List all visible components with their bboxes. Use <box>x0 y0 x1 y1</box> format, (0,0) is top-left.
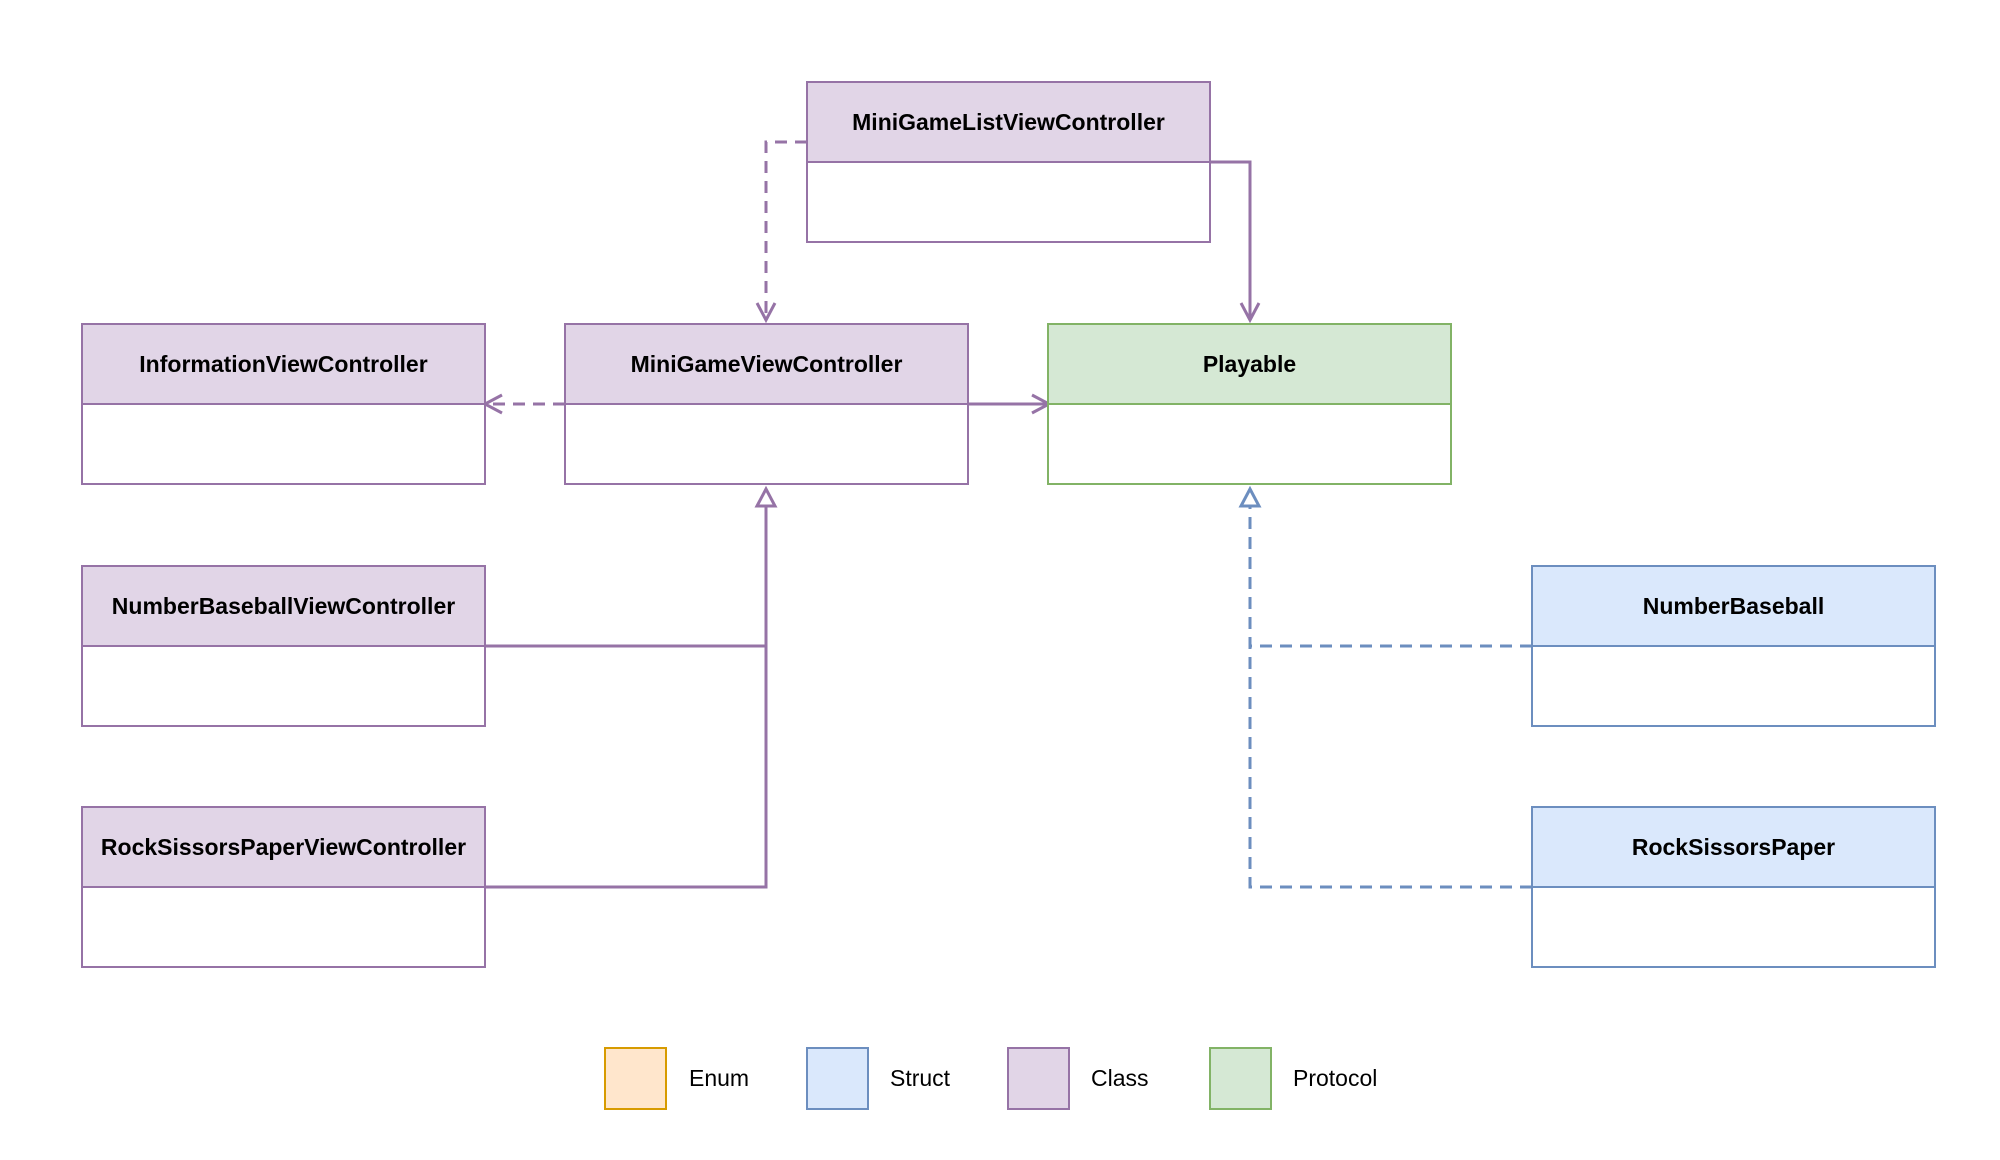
legend-item-protocol: Protocol <box>1209 1047 1377 1110</box>
node-number-baseball[interactable]: NumberBaseball <box>1531 565 1936 727</box>
node-title: RockSissorsPaperViewController <box>101 834 466 860</box>
arrowhead-inheritance-minigame <box>754 485 778 508</box>
node-title: InformationViewController <box>139 351 427 377</box>
arrowhead-list-to-minigame <box>755 302 777 324</box>
node-minigame-list-view-controller[interactable]: MiniGameListViewController <box>806 81 1211 243</box>
legend-label-enum: Enum <box>689 1065 749 1091</box>
legend-item-struct: Struct <box>806 1047 951 1110</box>
node-information-view-controller[interactable]: InformationViewController <box>81 323 486 485</box>
node-title: NumberBaseball <box>1643 593 1825 619</box>
node-playable[interactable]: Playable <box>1047 323 1452 485</box>
edge-rockvc-to-minigame <box>485 506 768 889</box>
node-title: MiniGameListViewController <box>852 109 1165 135</box>
legend: Enum Struct Class Protocol <box>604 1047 1377 1110</box>
node-title: Playable <box>1203 351 1296 377</box>
node-title: NumberBaseballViewController <box>112 593 455 619</box>
node-title: MiniGameViewController <box>631 351 903 377</box>
edge-rocksissorspaper-to-playable <box>1248 506 1532 889</box>
legend-label-struct: Struct <box>890 1065 951 1091</box>
node-title: RockSissorsPaper <box>1632 834 1835 860</box>
edge-list-to-playable <box>1210 160 1252 318</box>
legend-label-protocol: Protocol <box>1293 1065 1377 1091</box>
legend-swatch-protocol <box>1209 1047 1272 1110</box>
legend-swatch-enum <box>604 1047 667 1110</box>
arrowhead-realization-playable <box>1238 485 1262 508</box>
legend-item-enum: Enum <box>604 1047 749 1110</box>
edge-list-to-minigame <box>764 140 807 318</box>
node-number-baseball-view-controller[interactable]: NumberBaseballViewController <box>81 565 486 727</box>
legend-swatch-struct <box>806 1047 869 1110</box>
node-rock-sissors-paper-view-controller[interactable]: RockSissorsPaperViewController <box>81 806 486 968</box>
node-minigame-view-controller[interactable]: MiniGameViewController <box>564 323 969 485</box>
legend-item-class: Class <box>1007 1047 1149 1110</box>
arrowhead-list-to-playable <box>1239 302 1261 324</box>
legend-label-class: Class <box>1091 1065 1149 1091</box>
legend-swatch-class <box>1007 1047 1070 1110</box>
edges <box>481 140 1532 889</box>
node-rock-sissors-paper[interactable]: RockSissorsPaper <box>1531 806 1936 968</box>
